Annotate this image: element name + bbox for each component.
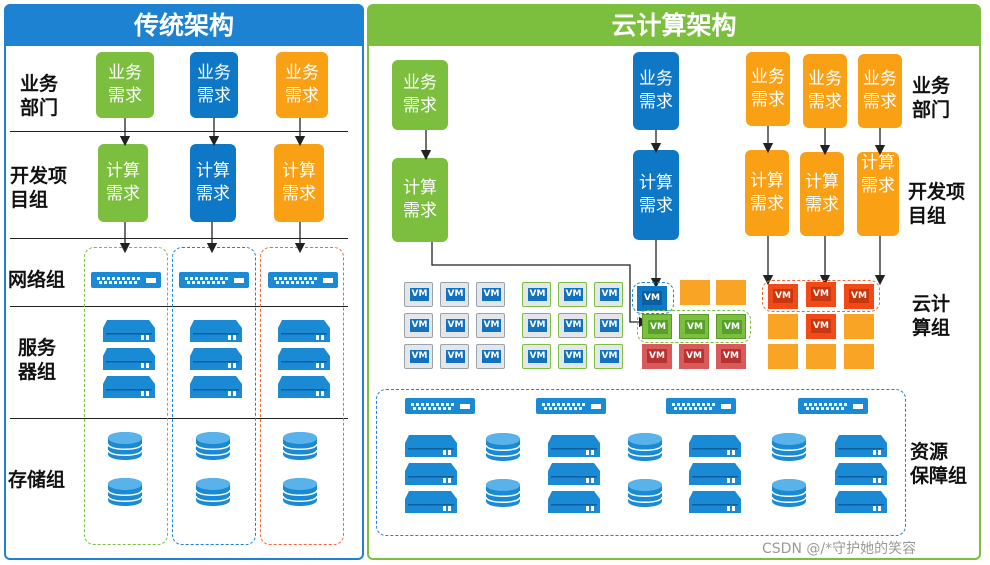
- traditional-panel: 传统架构: [4, 4, 364, 560]
- server-icon: [190, 320, 242, 398]
- trad-row-storage: 存储组: [8, 469, 66, 491]
- trad-row-business: 业务 部门: [20, 73, 59, 119]
- vm-icon: VM: [679, 314, 709, 339]
- vm-icon: VM: [476, 282, 505, 307]
- cloud-title: 云计算架构: [369, 6, 979, 46]
- server-icon: [548, 435, 600, 513]
- network-switch-icon: [268, 272, 338, 288]
- vm-icon: VM: [806, 314, 836, 339]
- vm-icon: VM: [476, 313, 505, 338]
- vm-icon: VM: [637, 286, 667, 311]
- cloud-row-cloud: 云计 算组: [912, 293, 951, 339]
- vm-icon: VM: [679, 344, 709, 369]
- network-switch-icon: [179, 272, 249, 288]
- trad-separator: [10, 306, 348, 307]
- vm-icon: VM: [404, 282, 433, 307]
- vm-icon: VM: [522, 282, 551, 307]
- trad-compute-box-1: 计算 需求: [98, 144, 148, 222]
- cloud-compute-box-4: 计算 需求: [800, 152, 844, 236]
- vm-icon: VM: [806, 282, 836, 307]
- trad-compute-box-2: 计算 需求: [190, 144, 236, 222]
- vm-icon: VM: [476, 344, 505, 369]
- vm-slot: [680, 280, 710, 305]
- vm-icon: VM: [522, 344, 551, 369]
- database-icon: [196, 432, 230, 506]
- cloud-compute-box-2: 计算 需求: [633, 150, 679, 240]
- vm-icon: VM: [558, 313, 587, 338]
- trad-row-dev: 开发项 目组: [10, 165, 68, 211]
- watermark: CSDN @/*守护她的笑容: [762, 541, 917, 557]
- cloud-orange-vm-group: [762, 280, 880, 312]
- vm-icon: VM: [594, 282, 623, 307]
- vm-icon: VM: [558, 282, 587, 307]
- cloud-blue-vm-group: [632, 282, 674, 314]
- vm-slot: [716, 280, 746, 305]
- cloud-compute-box-5: 计算 需求: [857, 152, 899, 236]
- trad-business-box-2: 业务 需求: [190, 52, 238, 118]
- vm-slot: [806, 344, 836, 369]
- vm-icon: VM: [594, 313, 623, 338]
- database-icon: [772, 433, 806, 507]
- trad-separator: [10, 238, 348, 239]
- vm-slot: [768, 344, 798, 369]
- cloud-business-box-1: 业务 需求: [392, 60, 448, 130]
- server-icon: [278, 320, 330, 398]
- trad-separator: [10, 418, 348, 419]
- server-icon: [689, 435, 741, 513]
- database-icon: [108, 432, 142, 506]
- cloud-compute-box-3: 计算 需求: [745, 150, 789, 236]
- vm-slot: [844, 344, 874, 369]
- server-icon: [835, 435, 887, 513]
- network-switch-icon: [405, 398, 475, 414]
- resource-pool-group: [376, 389, 906, 536]
- vm-slot: [768, 314, 798, 339]
- vm-icon: VM: [716, 314, 746, 339]
- cloud-business-box-2: 业务 需求: [633, 52, 679, 130]
- vm-slot: [844, 314, 874, 339]
- network-switch-icon: [91, 272, 161, 288]
- cloud-business-box-5: 业务 需求: [858, 54, 902, 128]
- vm-icon: VM: [404, 313, 433, 338]
- vm-icon: VM: [522, 313, 551, 338]
- trad-business-box-3: 业务 需求: [276, 52, 328, 118]
- vm-icon: VM: [440, 344, 469, 369]
- cloud-compute-box-1: 计算 需求: [392, 158, 448, 242]
- trad-separator: [10, 131, 348, 132]
- vm-icon: VM: [558, 344, 587, 369]
- network-switch-icon: [666, 398, 736, 414]
- trad-row-server: 服务 器组: [18, 337, 57, 383]
- cloud-business-box-4: 业务 需求: [803, 54, 847, 128]
- cloud-row-dev: 开发项 目组: [908, 181, 966, 227]
- cloud-green-vm-group: [637, 310, 751, 343]
- vm-icon: VM: [440, 282, 469, 307]
- vm-icon: VM: [642, 314, 672, 339]
- cloud-row-resource: 资源 保障组: [910, 441, 968, 487]
- network-switch-icon: [536, 398, 606, 414]
- vm-icon: VM: [404, 344, 433, 369]
- vm-icon: VM: [440, 313, 469, 338]
- cloud-panel: 云计算架构: [367, 4, 981, 560]
- cloud-arrow: [431, 242, 650, 328]
- traditional-title: 传统架构: [6, 6, 362, 46]
- database-icon: [486, 433, 520, 507]
- vm-icon: VM: [642, 344, 672, 369]
- database-icon: [283, 432, 317, 506]
- vm-icon: VM: [844, 284, 874, 309]
- vm-icon: VM: [768, 284, 798, 309]
- vm-icon: VM: [716, 344, 746, 369]
- trad-row-network: 网络组: [8, 269, 66, 291]
- server-icon: [103, 320, 155, 398]
- network-switch-icon: [798, 398, 868, 414]
- server-icon: [405, 435, 457, 513]
- cloud-row-business: 业务 部门: [912, 75, 951, 121]
- database-icon: [628, 433, 662, 507]
- cloud-business-box-3: 业务 需求: [746, 52, 790, 126]
- vm-icon: VM: [594, 344, 623, 369]
- trad-compute-box-3: 计算 需求: [274, 144, 324, 222]
- trad-business-box-1: 业务 需求: [96, 52, 154, 118]
